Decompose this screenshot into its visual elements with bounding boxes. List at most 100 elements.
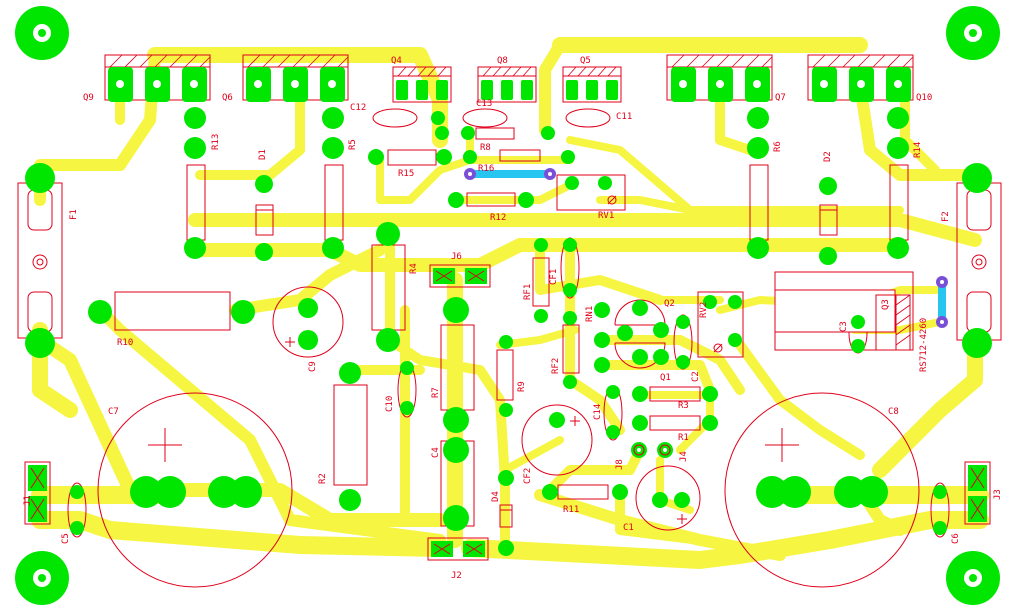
label-r15: R15 — [398, 169, 414, 179]
mounting-hole-bottom-right — [946, 551, 1000, 605]
mounting-hole-top-left — [15, 6, 69, 60]
resistor-r16-body — [499, 149, 541, 162]
capacitor-c9-body — [272, 286, 344, 358]
label-rn1: RN1 — [585, 306, 595, 322]
label-q3-part: RS712-4260 — [919, 318, 929, 372]
label-r1: R1 — [678, 433, 689, 443]
capacitor-c1-body — [635, 465, 701, 531]
label-rf2: RF2 — [551, 358, 561, 374]
label-r6: R6 — [773, 141, 783, 152]
label-r7: R7 — [431, 387, 441, 398]
diode-d1-body — [255, 204, 274, 236]
label-r8: R8 — [480, 143, 491, 153]
resistor-r1-body — [649, 415, 701, 431]
label-r16: R16 — [478, 164, 494, 174]
test-points — [631, 442, 673, 458]
resistor-r8-body — [475, 127, 515, 140]
label-q5: Q5 — [580, 56, 591, 66]
label-r5: R5 — [348, 139, 358, 150]
diode-d4-body — [499, 504, 513, 528]
label-r4: R4 — [409, 263, 419, 274]
trimmer-rv1-body — [556, 174, 626, 211]
copper-tracks — [31, 37, 989, 569]
label-c5: C5 — [61, 533, 71, 544]
label-q9: Q9 — [83, 93, 94, 103]
transistor-q4 — [392, 66, 452, 103]
mounting-hole-top-right — [946, 6, 1000, 60]
label-d4: D4 — [491, 491, 501, 502]
label-c4: C4 — [431, 447, 441, 458]
label-r14: R14 — [913, 142, 923, 158]
label-d2: D2 — [823, 151, 833, 162]
label-rv2: RV2 — [699, 302, 709, 318]
label-c13: C13 — [476, 99, 492, 109]
label-j2: J2 — [451, 571, 462, 581]
transistor-q8 — [477, 66, 537, 103]
resistor-r12-body — [466, 192, 516, 207]
label-c1: C1 — [623, 523, 634, 533]
resistor-r3-body — [649, 386, 701, 402]
resistor-r2-body — [333, 384, 368, 486]
label-q7: Q7 — [775, 93, 786, 103]
silkscreen-outlines — [17, 108, 1002, 588]
label-r10: R10 — [117, 338, 133, 348]
mounting-hole-bottom-left — [15, 551, 69, 605]
resistor-r10-body — [114, 291, 231, 331]
label-r12: R12 — [490, 213, 506, 223]
label-j6: J6 — [451, 252, 462, 262]
pad-holes — [116, 80, 902, 88]
tab-hatching — [109, 54, 914, 68]
label-c6: C6 — [951, 533, 961, 544]
header-j6-outline — [429, 264, 491, 288]
label-d1: D1 — [258, 149, 268, 160]
label-f1: F1 — [69, 209, 79, 220]
label-rf1: RF1 — [523, 284, 533, 300]
label-rv1: RV1 — [598, 211, 614, 221]
capacitor-c7-body — [97, 392, 293, 588]
label-q10: Q10 — [916, 93, 932, 103]
label-c9: C9 — [308, 361, 318, 372]
label-r3: R3 — [678, 401, 689, 411]
label-q8: Q8 — [497, 56, 508, 66]
label-q1: Q1 — [660, 373, 671, 383]
label-q4: Q4 — [391, 56, 402, 66]
header-j2-outline — [427, 537, 489, 561]
label-c14: C14 — [593, 404, 603, 420]
label-q3: Q3 — [881, 299, 891, 310]
transistor-q5 — [562, 66, 622, 103]
label-c12: C12 — [350, 103, 366, 113]
jumper-wires — [464, 168, 948, 328]
trimmer-rv2-body — [697, 291, 744, 358]
label-c3: C3 — [839, 321, 849, 332]
label-q2: Q2 — [664, 299, 675, 309]
label-cf1: CF1 — [549, 269, 559, 285]
driver-transistor-packages — [392, 66, 622, 103]
label-f2: F2 — [941, 211, 951, 222]
capacitor-c8-body — [724, 392, 920, 588]
label-r2: R2 — [318, 473, 328, 484]
label-c8: C8 — [888, 407, 899, 417]
header-j1-outline — [24, 461, 51, 525]
label-c7: C7 — [108, 407, 119, 417]
header-j3-outline — [964, 461, 991, 525]
label-c2: C2 — [691, 371, 701, 382]
label-c10: C10 — [385, 396, 395, 412]
capacitor-cf2-body — [521, 404, 593, 476]
resistor-r9-body — [496, 349, 514, 401]
resistor-r15-body — [387, 149, 437, 166]
resistor-rf1-body — [532, 257, 550, 307]
resistor-rf2-body — [562, 324, 580, 374]
label-r11: R11 — [563, 505, 579, 515]
label-r13: R13 — [211, 134, 221, 150]
mounting-holes — [15, 6, 1000, 605]
label-j1: J1 — [23, 495, 33, 506]
header-pad-marks — [30, 270, 985, 555]
label-j4: J4 — [679, 451, 689, 462]
label-r9: R9 — [517, 381, 527, 392]
label-j8: J8 — [615, 459, 625, 470]
diode-d2-body — [819, 204, 838, 236]
label-cf2: CF2 — [523, 468, 533, 484]
label-c11: C11 — [616, 112, 632, 122]
